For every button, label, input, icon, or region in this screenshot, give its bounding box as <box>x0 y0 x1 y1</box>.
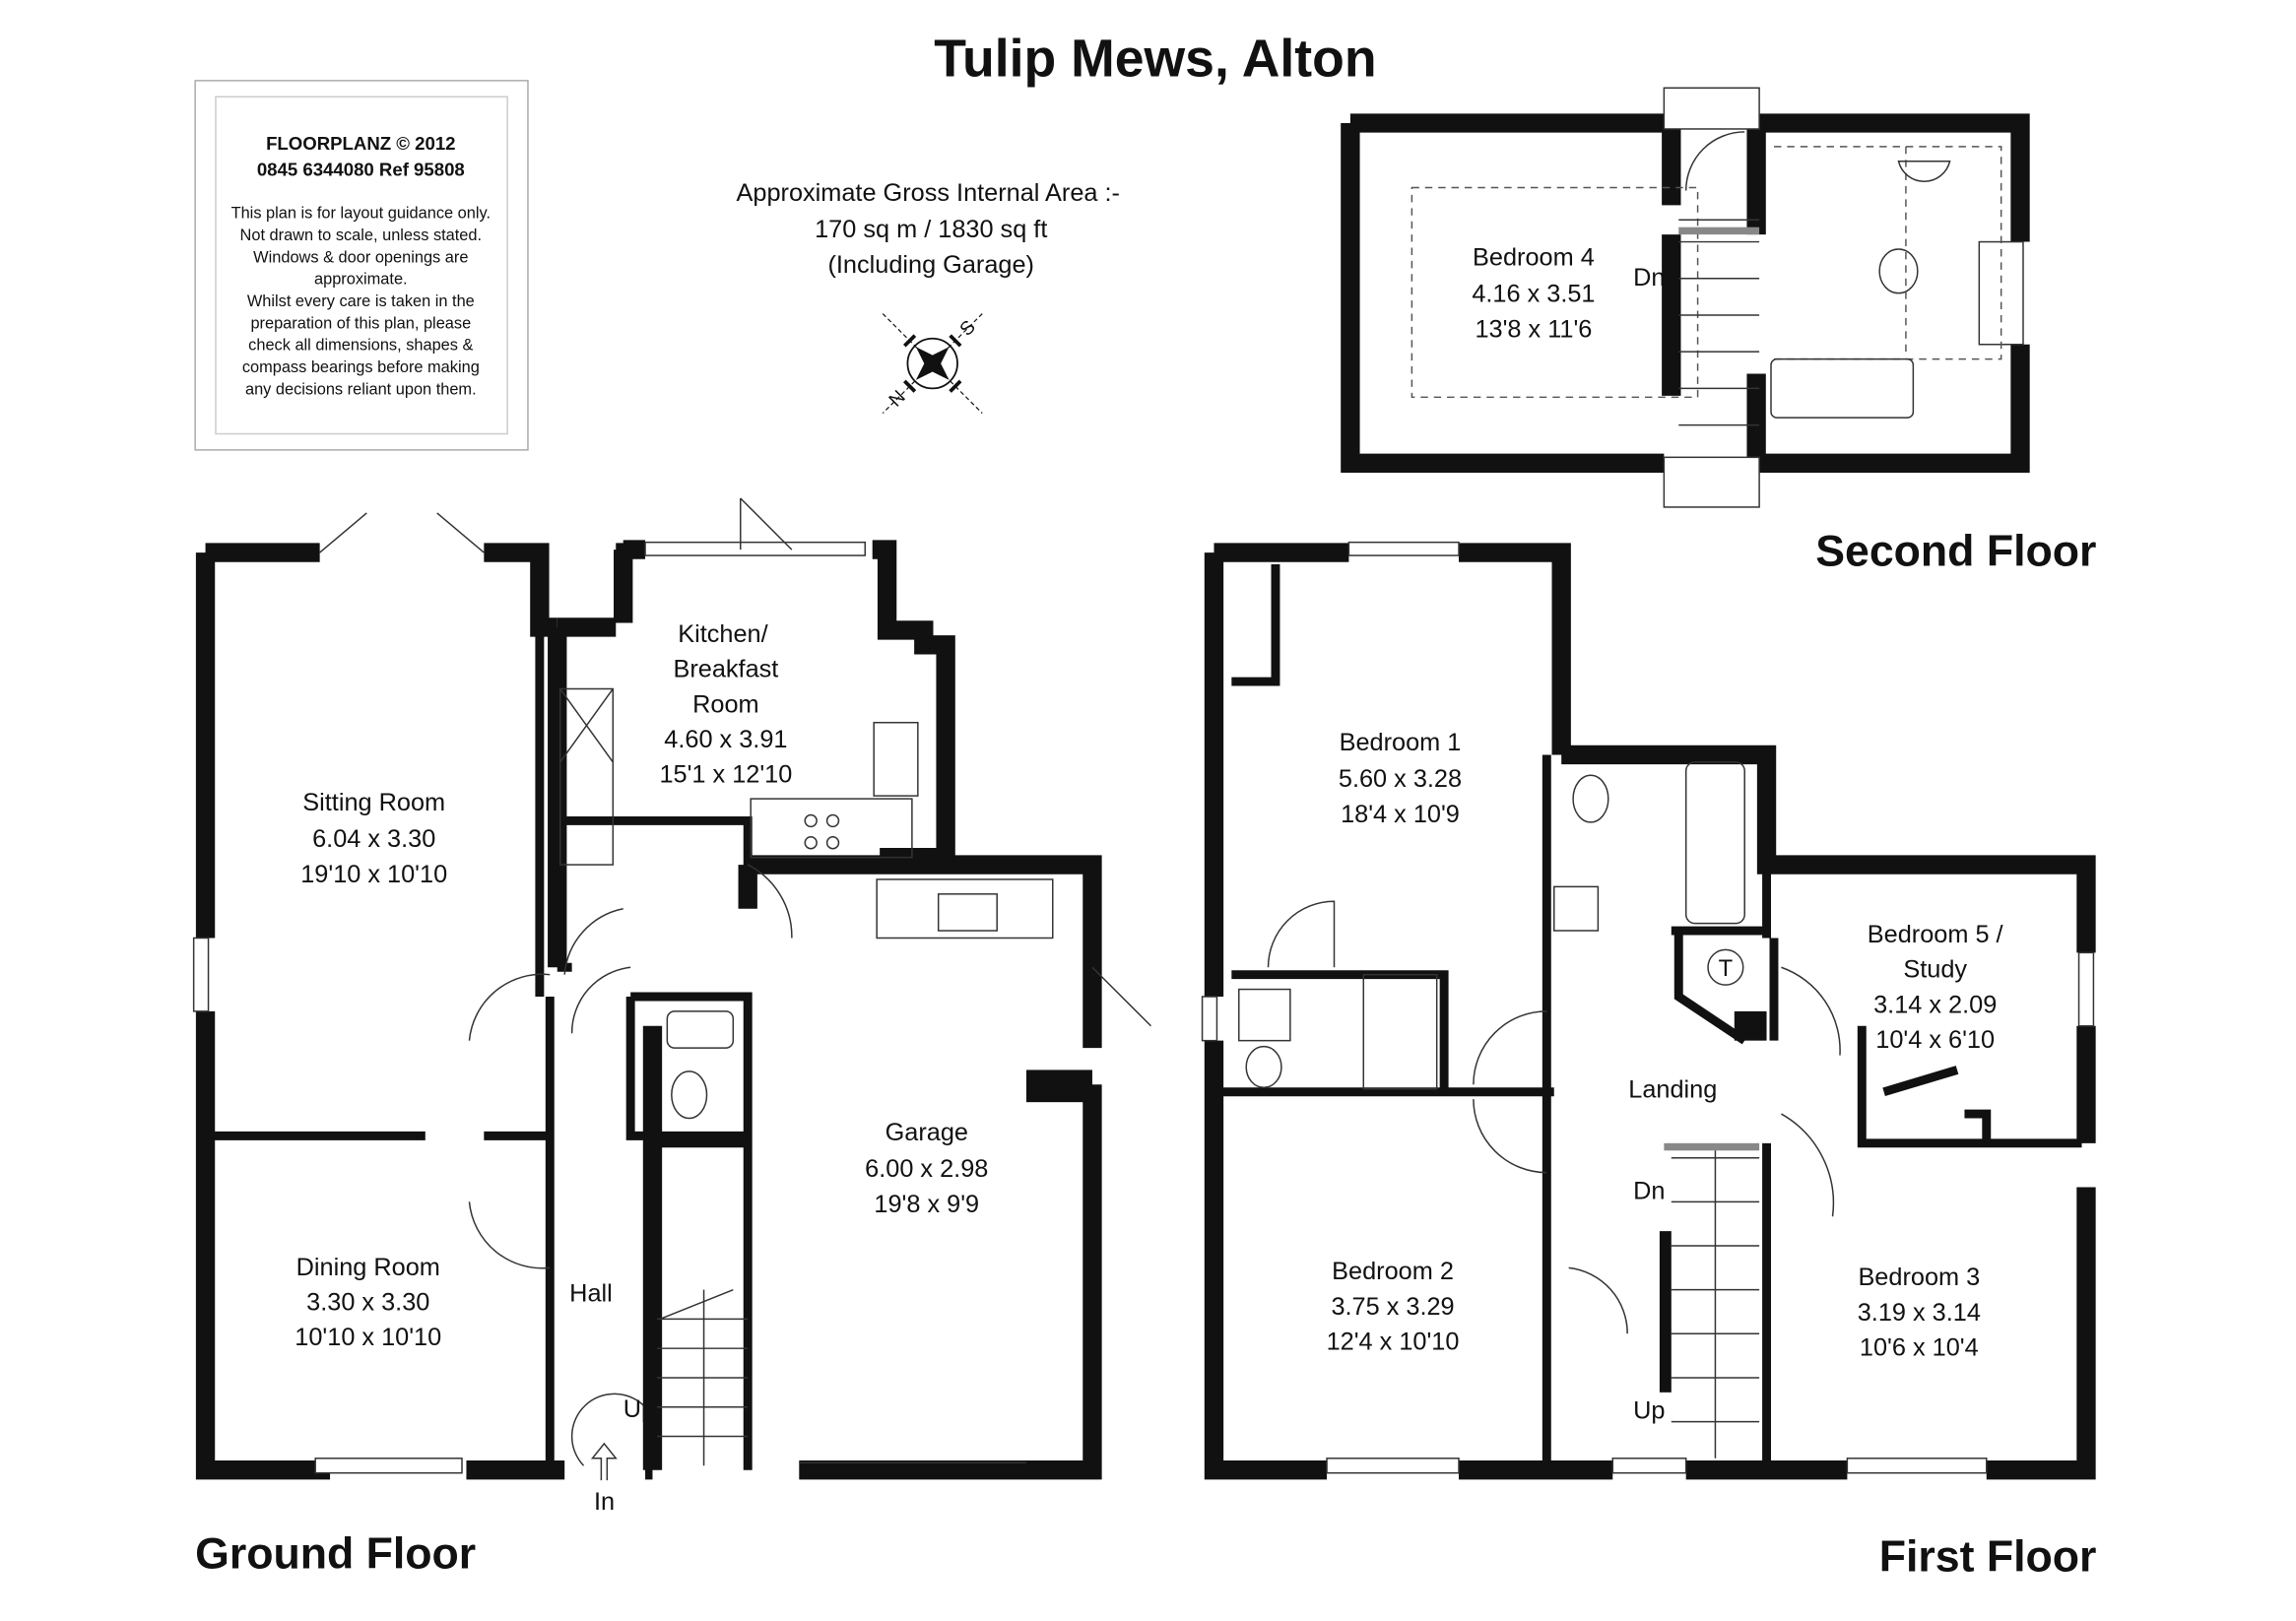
room-imperial: 12'4 x 10'10 <box>1327 1329 1460 1356</box>
area-line: 170 sq m / 1830 sq ft <box>815 216 1047 243</box>
disclaimer-line: check all dimensions, shapes & <box>248 337 473 355</box>
room-imperial: 19'8 x 9'9 <box>874 1191 979 1218</box>
ground-floor-plan: Sitting Room 6.04 x 3.30 19'10 x 10'10 D… <box>192 497 1152 1578</box>
floor-label-ground: Ground Floor <box>195 1529 476 1578</box>
room-metric: 3.30 x 3.30 <box>306 1288 429 1316</box>
second-floor-plan: Bedroom 4 4.16 x 3.51 13'8 x 11'6 Dn Sec… <box>1341 87 2096 575</box>
info-box: FLOORPLANZ © 2012 0845 6344080 Ref 95808… <box>194 80 529 451</box>
stairs-up-label: Up <box>623 1395 655 1423</box>
gross-area: Approximate Gross Internal Area :- 170 s… <box>737 179 1120 279</box>
room-name: Landing <box>1628 1076 1717 1104</box>
room-name: Study <box>1903 956 1967 984</box>
entrance-label: In <box>594 1488 615 1516</box>
room-name: Bedroom 5 / <box>1868 921 2004 948</box>
company-name: FLOORPLANZ © 2012 <box>266 133 455 154</box>
room-name: Hall <box>569 1280 613 1308</box>
room-imperial: 19'10 x 10'10 <box>300 861 447 888</box>
room-imperial: 10'6 x 10'4 <box>1860 1334 1979 1362</box>
floor-label-first: First Floor <box>1879 1532 2097 1581</box>
room-name: Bedroom 1 <box>1340 729 1462 756</box>
page-title: Tulip Mews, Alton <box>934 30 1376 88</box>
room-imperial: 10'4 x 6'10 <box>1875 1026 1995 1054</box>
room-name: Kitchen/ <box>678 620 768 648</box>
tank-label: T <box>1719 955 1734 982</box>
room-name: Bedroom 3 <box>1858 1264 1980 1291</box>
area-line: (Including Garage) <box>827 251 1034 279</box>
disclaimer-line: any decisions reliant upon them. <box>245 380 477 398</box>
room-name: Sitting Room <box>302 789 445 816</box>
room-metric: 3.19 x 3.14 <box>1858 1299 1981 1327</box>
room-imperial: 15'1 x 12'10 <box>659 761 792 789</box>
room-name: Room <box>692 690 758 718</box>
first-floor-plan: T Bedroom 1 5.60 x 3.28 18'4 x 10'9 Bedr… <box>1201 541 2097 1581</box>
room-name: Bedroom 2 <box>1332 1258 1454 1285</box>
front-door <box>570 1393 646 1466</box>
disclaimer-line: compass bearings before making <box>242 358 480 376</box>
room-name: Breakfast <box>673 656 778 683</box>
disclaimer-line: preparation of this plan, please <box>250 314 471 332</box>
disclaimer-line: Windows & door openings are <box>253 248 468 266</box>
area-line: Approximate Gross Internal Area :- <box>737 179 1120 207</box>
room-metric: 3.14 x 2.09 <box>1873 991 1997 1018</box>
stairs-up-label: Up <box>1633 1397 1665 1425</box>
room-name: Bedroom 4 <box>1473 243 1595 271</box>
room-metric: 6.04 x 3.30 <box>312 825 435 853</box>
room-imperial: 18'4 x 10'9 <box>1341 801 1460 828</box>
disclaimer-line: approximate. <box>314 271 408 289</box>
disclaimer-line: This plan is for layout guidance only. <box>231 205 491 223</box>
disclaimer-line: Whilst every care is taken in the <box>247 292 475 310</box>
entry-arrow-icon <box>590 1442 618 1481</box>
floor-label-second: Second Floor <box>1815 527 2096 575</box>
stairs <box>1659 1142 1760 1459</box>
room-metric: 4.60 x 3.91 <box>664 726 787 753</box>
room-name: Dining Room <box>296 1254 440 1281</box>
stairs-down-label: Dn <box>1633 264 1665 292</box>
room-imperial: 10'10 x 10'10 <box>295 1324 441 1351</box>
room-imperial: 13'8 x 11'6 <box>1475 315 1592 343</box>
stairs-down-label: Dn <box>1633 1177 1665 1204</box>
compass-icon: S N <box>882 313 983 415</box>
room-name: Garage <box>886 1119 968 1146</box>
room-metric: 5.60 x 3.28 <box>1339 765 1462 793</box>
room-metric: 6.00 x 2.98 <box>865 1155 988 1183</box>
room-metric: 4.16 x 3.51 <box>1472 281 1595 308</box>
contact-ref: 0845 6344080 Ref 95808 <box>257 160 465 180</box>
room-metric: 3.75 x 3.29 <box>1331 1293 1454 1321</box>
disclaimer-line: Not drawn to scale, unless stated. <box>240 227 483 244</box>
stairs <box>656 1288 749 1466</box>
